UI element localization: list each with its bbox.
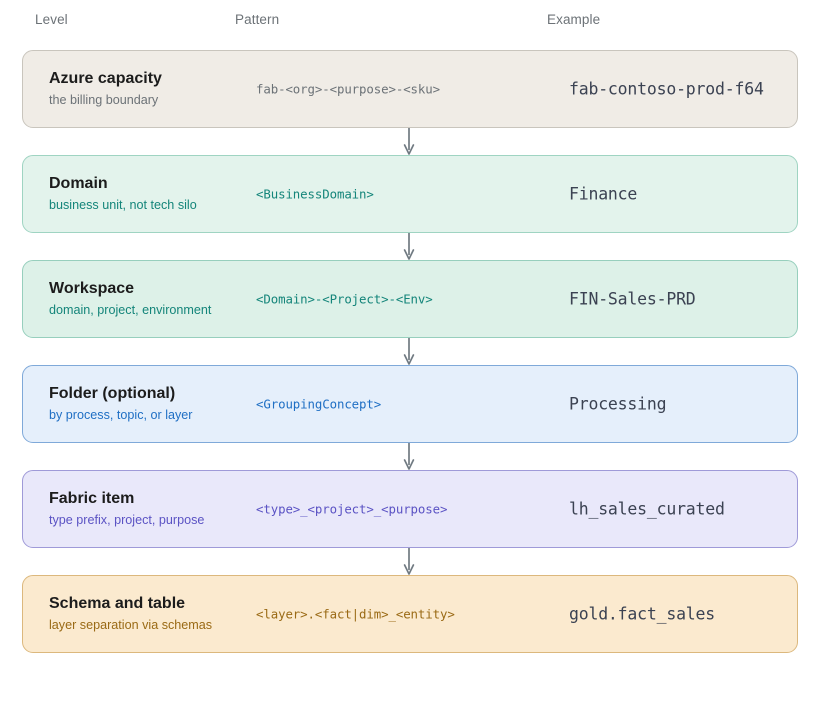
down-arrow-icon [401, 443, 417, 470]
hierarchy-row: Fabric item type prefix, project, purpose… [22, 470, 798, 548]
row-content: Workspace domain, project, environment <Do… [23, 261, 797, 337]
pattern-cell: <Domain>-<Project>-<Env> [256, 291, 433, 307]
pattern-cell: <BusinessDomain> [256, 186, 374, 202]
level-title: Domain [49, 175, 108, 192]
example-cell: gold.fact_sales [569, 604, 716, 624]
row-content: Folder (optional) by process, topic, or l… [23, 366, 797, 442]
level-title: Azure capacity [49, 70, 162, 87]
hierarchy-row: Azure capacity the billing boundary fab-<o… [22, 50, 798, 128]
level-subtitle: domain, project, environment [49, 303, 212, 317]
level-title: Workspace [49, 280, 135, 297]
example-cell: Processing [569, 394, 667, 414]
row-content: Fabric item type prefix, project, purpose… [23, 471, 797, 547]
pattern-cell: fab-<org>-<purpose>-<sku> [256, 81, 440, 97]
hierarchy-row: Folder (optional) by process, topic, or l… [22, 365, 798, 443]
column-header-pattern: Pattern [235, 12, 280, 27]
down-arrow-icon [401, 128, 417, 155]
hierarchy-row: Schema and table layer separation via sch… [22, 575, 798, 653]
level-subtitle: the billing boundary [49, 93, 159, 107]
pattern-cell: <type>_<project>_<purpose> [256, 501, 448, 517]
level-cell: Folder (optional) by process, topic, or l… [49, 384, 193, 424]
level-title: Folder (optional) [49, 385, 176, 402]
pattern-cell: <layer>.<fact|dim>_<entity> [256, 606, 455, 622]
level-subtitle: type prefix, project, purpose [49, 513, 205, 527]
column-header-example: Example [547, 12, 601, 27]
example-cell: Finance [569, 184, 638, 204]
level-cell: Azure capacity the billing boundary [49, 69, 162, 109]
example-cell: fab-contoso-prod-f64 [569, 79, 764, 99]
level-cell: Workspace domain, project, environment [49, 279, 211, 319]
down-arrow-icon [401, 233, 417, 260]
down-arrow-icon [401, 338, 417, 365]
level-subtitle: layer separation via schemas [49, 618, 213, 632]
row-content: Domain business unit, not tech silo <Busin… [23, 156, 797, 232]
level-subtitle: by process, topic, or layer [49, 408, 193, 422]
down-arrow-icon [401, 548, 417, 575]
example-cell: lh_sales_curated [569, 499, 725, 519]
row-content: Azure capacity the billing boundary fab-<o… [23, 51, 797, 127]
hierarchy-row: Workspace domain, project, environment <Do… [22, 260, 798, 338]
level-subtitle: business unit, not tech silo [49, 198, 197, 212]
level-cell: Schema and table layer separation via sch… [49, 594, 212, 634]
row-content: Schema and table layer separation via sch… [23, 576, 797, 652]
example-cell: FIN-Sales-PRD [569, 289, 696, 309]
hierarchy-row: Domain business unit, not tech silo <Busin… [22, 155, 798, 233]
column-headers: Level Pattern Example [0, 12, 825, 34]
level-cell: Domain business unit, not tech silo [49, 174, 197, 214]
level-title: Schema and table [49, 595, 186, 612]
level-cell: Fabric item type prefix, project, purpose [49, 489, 204, 529]
level-title: Fabric item [49, 490, 135, 507]
pattern-cell: <GroupingConcept> [256, 396, 382, 412]
column-header-level: Level [35, 12, 68, 27]
